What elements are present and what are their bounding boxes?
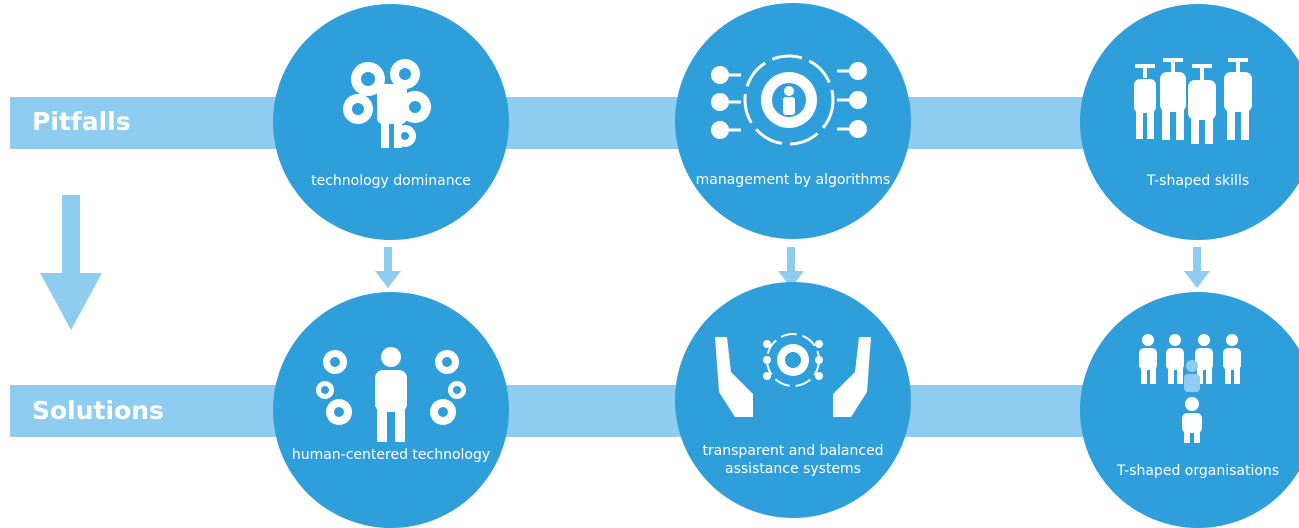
hands-holding-gear-icon bbox=[715, 333, 871, 417]
person-among-gears-icon bbox=[316, 347, 466, 442]
pitfall-label: technology dominance bbox=[311, 173, 471, 189]
solution-label: T-shaped organisations bbox=[1116, 463, 1280, 479]
pitfalls-label: Pitfalls bbox=[32, 107, 131, 136]
organisation-people-icon bbox=[1139, 334, 1241, 443]
solutions-label: Solutions bbox=[32, 396, 164, 425]
down-arrow-icon bbox=[1184, 247, 1210, 288]
t-shaped-people-icon bbox=[1134, 58, 1252, 144]
solution-human-centered-technology: human-centered technology bbox=[273, 292, 509, 528]
solution-transparent-assistance-systems: transparent and balanced assistance syst… bbox=[675, 282, 911, 518]
gear-cycle-person-icon bbox=[711, 54, 867, 146]
pitfall-management-by-algorithms: management by algorithms bbox=[675, 3, 911, 239]
down-arrow-icon bbox=[375, 247, 401, 288]
down-arrow-icon bbox=[778, 247, 804, 288]
solution-label: human-centered technology bbox=[291, 447, 491, 463]
pitfall-technology-dominance: technology dominance bbox=[273, 4, 509, 240]
pitfall-t-shaped-skills: T-shaped skills bbox=[1080, 4, 1299, 240]
pitfall-label: T-shaped skills bbox=[1146, 173, 1250, 189]
big-down-arrow-icon bbox=[40, 195, 102, 330]
solution-label: transparent and balanced assistance syst… bbox=[702, 443, 884, 477]
solution-t-shaped-organisations: T-shaped organisations bbox=[1080, 292, 1299, 528]
gears-puzzle-person-icon bbox=[343, 59, 431, 148]
pitfall-label: management by algorithms bbox=[695, 172, 891, 188]
